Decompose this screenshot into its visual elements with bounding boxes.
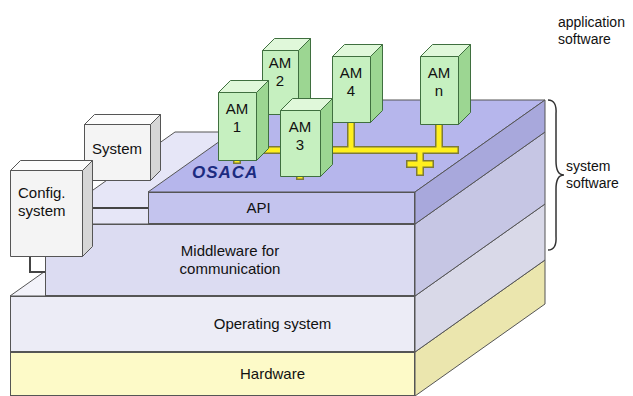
node-label: AM n [425,64,453,100]
application-module: AM 1 [218,80,268,160]
box-side [151,115,161,181]
layer-group-label: system software [566,158,630,192]
box-front [11,171,83,257]
node-label: AM 2 [266,54,294,90]
hardware-layer: Hardware [10,352,415,396]
application-module: AM 3 [280,98,332,176]
box-outline [218,80,269,161]
application-module: AM 4 [332,44,382,122]
application-module: AM n [420,44,470,124]
box-front [219,93,257,161]
node-label: Operating system [214,315,332,333]
operating-system-layer: Operating system [10,296,415,352]
box-outline [280,98,333,177]
box-front-face: AM 4 [332,56,370,122]
layer-group-label-holder: system software [566,158,630,192]
box-top [85,115,161,125]
node-label: Config. system [18,184,74,220]
layer-group-label: application software [558,14,628,48]
box-side [459,45,471,125]
node-label: API [246,199,270,217]
node-label: AM 3 [286,118,314,154]
curly-bracket [548,100,564,250]
node-label: AM 4 [337,64,365,100]
box-outline [420,44,471,125]
bus-outline [237,122,455,176]
box-front [85,125,151,181]
box-front [333,57,371,123]
box-outline [332,44,383,123]
layer-group-label-holder: application software [558,14,628,48]
node-label: System [84,140,150,158]
box-front-face: Config. system [10,170,82,256]
box-side [257,81,269,161]
node-label: AM 1 [223,100,251,136]
box-side [83,161,93,257]
bus-line [237,122,455,176]
logo-text-holder: OSACA [192,163,272,183]
node-label: Middleware for communication [173,242,288,278]
api-layer: API [148,192,415,224]
logo-text: OSACA [192,163,272,183]
box-side [371,45,383,123]
box-side [321,99,333,177]
communication-bus [237,122,455,176]
node-label: Hardware [240,365,305,383]
box-front [281,111,321,177]
system-box: System [84,114,160,180]
box-front-face: AM 1 [218,92,256,160]
box-front-face: AM n [420,56,458,124]
box-front-face: System [84,124,150,180]
box-top [11,161,93,171]
config-system-box: Config. system [10,160,92,256]
box-front [421,57,459,125]
box-front-face: AM 3 [280,110,320,176]
middleware-layer: Middleware for communication [45,224,415,296]
connector-line [30,256,45,272]
connector-line [92,207,148,209]
